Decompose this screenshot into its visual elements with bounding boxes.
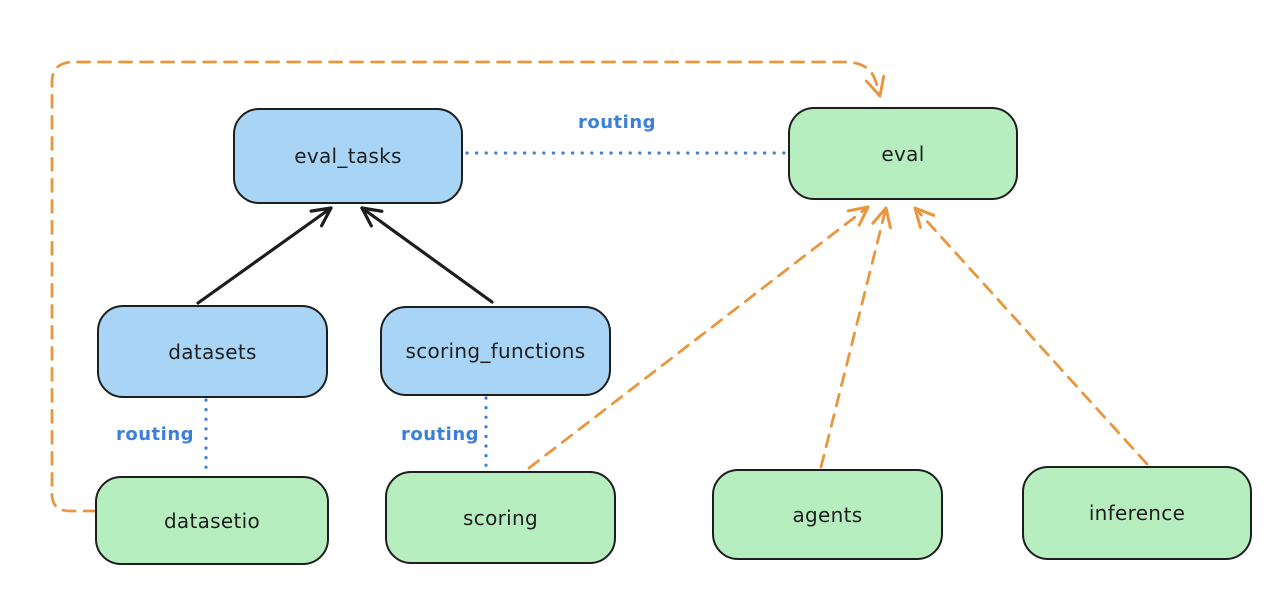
routing-label-datasets-datasetio: routing bbox=[115, 424, 195, 445]
edge-datasetio-to-eval-dashed bbox=[50, 60, 886, 513]
node-agents: agents bbox=[712, 469, 943, 560]
node-datasets-label: datasets bbox=[168, 339, 257, 364]
edge-datasets-to-eval-tasks bbox=[196, 206, 333, 305]
node-eval-label: eval bbox=[881, 141, 925, 166]
node-eval-tasks-label: eval_tasks bbox=[294, 144, 402, 168]
node-scoring-label: scoring bbox=[463, 505, 538, 530]
node-scoring: scoring bbox=[385, 471, 616, 564]
node-eval-tasks: eval_tasks bbox=[233, 108, 463, 204]
node-inference-label: inference bbox=[1088, 501, 1186, 525]
node-agents-label: agents bbox=[792, 502, 863, 527]
routing-label-eval-tasks-eval: routing bbox=[577, 112, 657, 133]
node-datasetio-label: datasetio bbox=[163, 508, 261, 533]
node-datasets: datasets bbox=[97, 305, 328, 398]
edge-scoring-functions-to-eval-tasks bbox=[360, 206, 494, 304]
node-inference: inference bbox=[1022, 466, 1252, 560]
routing-label-scoring-functions-scoring: routing bbox=[400, 424, 480, 445]
node-scoring-functions: scoring_functions bbox=[380, 306, 611, 396]
node-scoring-functions-label: scoring_functions bbox=[405, 339, 586, 363]
node-eval: eval bbox=[788, 107, 1018, 200]
edge-agents-to-eval-dashed bbox=[819, 206, 892, 469]
edge-scoring-to-eval-dashed bbox=[527, 205, 870, 470]
edge-inference-to-eval-dashed bbox=[913, 206, 1149, 466]
node-datasetio: datasetio bbox=[95, 476, 329, 565]
